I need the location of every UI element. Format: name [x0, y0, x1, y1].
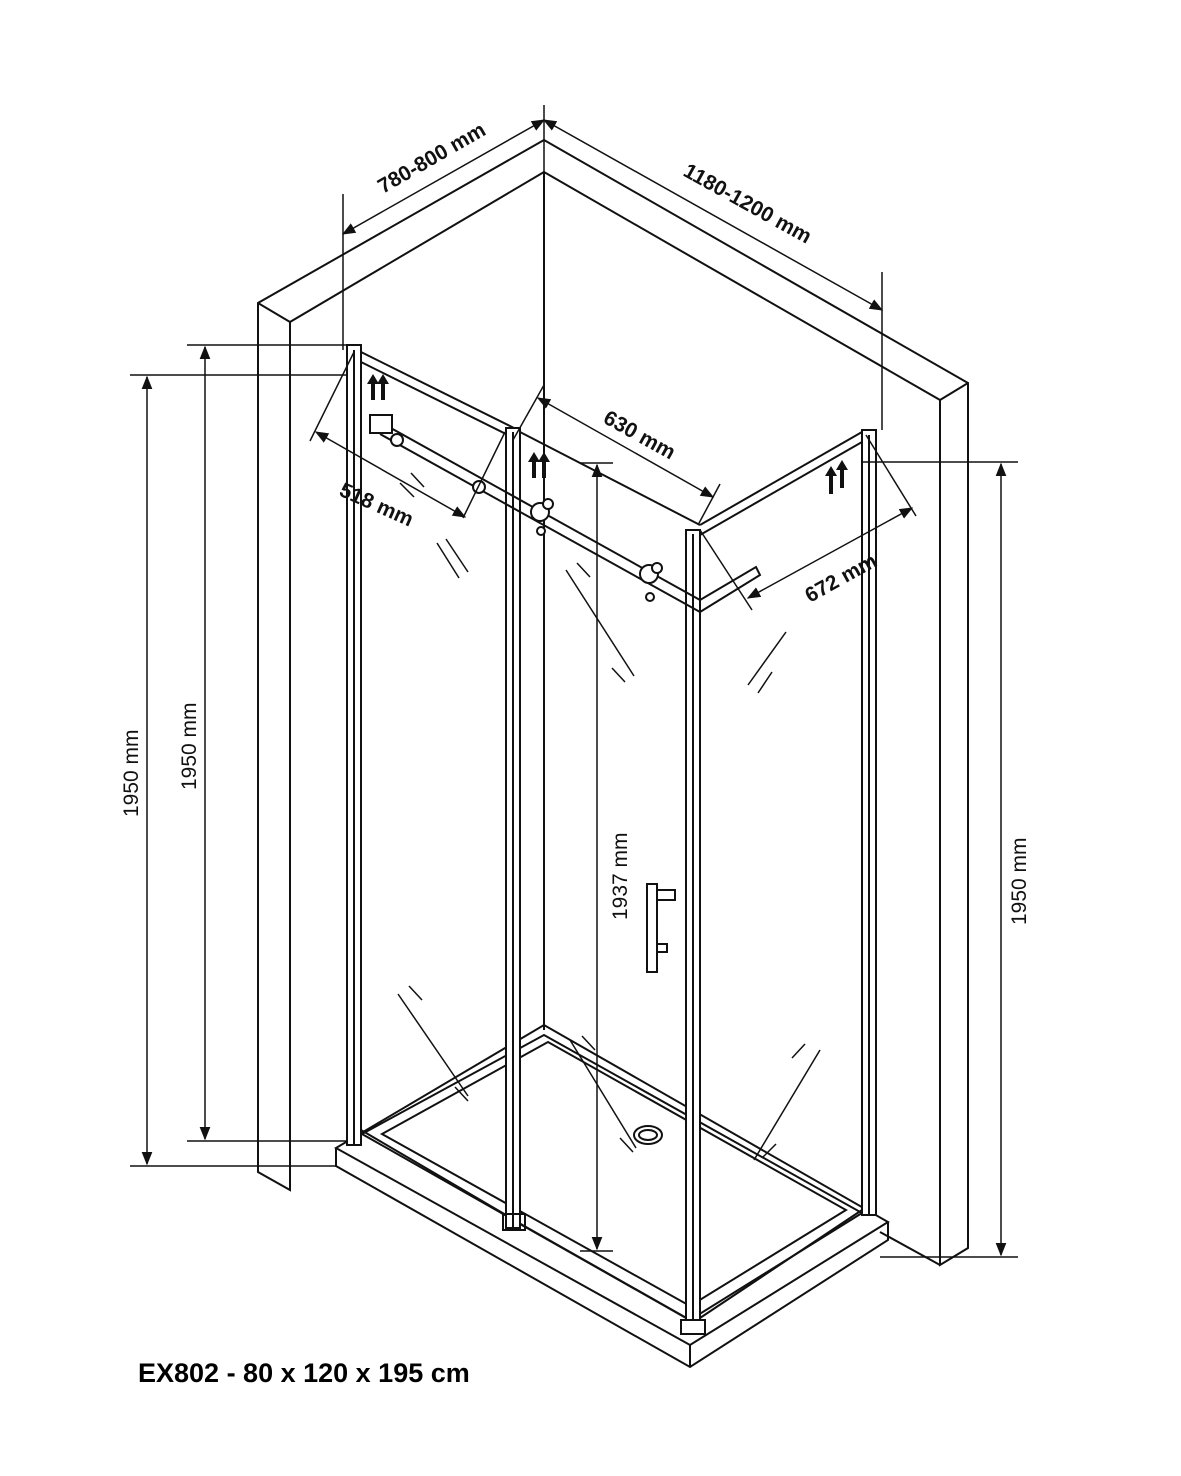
hardware: [390, 433, 676, 973]
roller-icon: [390, 433, 404, 447]
lift-arrows: [367, 374, 848, 494]
dim-height-inner-left: 1950 mm: [178, 702, 201, 790]
dim-height-right: 1950 mm: [1008, 837, 1031, 925]
roller-icon: [645, 592, 655, 602]
up-arrow-icon: [825, 460, 848, 494]
roller-icon: [651, 562, 663, 574]
up-arrow-icon: [528, 452, 550, 478]
dim-door-opening-height: 1937 mm: [609, 832, 632, 920]
roller-icon: [536, 526, 546, 536]
model-caption: EX802 - 80 x 120 x 195 cm: [138, 1358, 470, 1388]
door-handle-icon: [646, 883, 658, 973]
up-arrow-icon: [367, 374, 389, 400]
dim-height-outer-left: 1950 mm: [120, 729, 143, 817]
shower-tray: [333, 1023, 890, 1369]
roller-icon: [472, 480, 486, 494]
roller-icon: [542, 498, 554, 510]
dim-wall-left-depth: 780-800 mm: [374, 118, 490, 198]
dimension-lines: [130, 105, 1018, 1258]
drain-icon: [633, 1125, 663, 1145]
